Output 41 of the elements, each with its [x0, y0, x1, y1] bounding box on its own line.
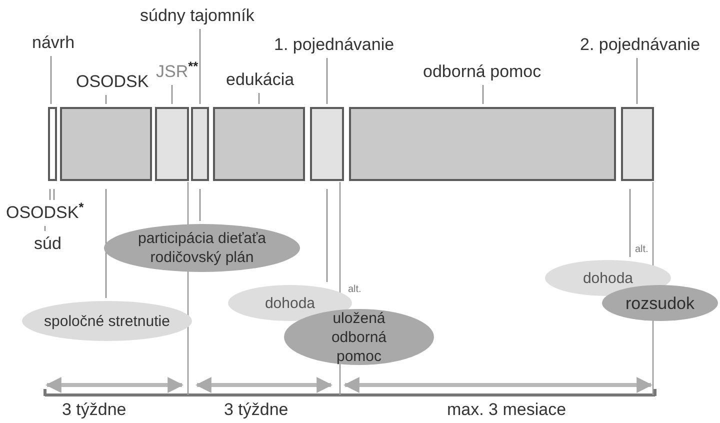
timeline-label: 2. pojednávanie — [580, 35, 700, 55]
timeline-label: OSODSK$^{*}$ — [6, 203, 84, 223]
timeline-segment — [621, 107, 654, 181]
timeline-label: návrh — [32, 33, 75, 53]
duration-label: max. 3 mesiace — [447, 400, 566, 420]
timeline-label: JSR$^{**}$ — [156, 62, 198, 82]
leader-line — [49, 188, 55, 201]
timeline-segment — [155, 107, 189, 181]
timeline-segment — [60, 107, 152, 181]
timeline-label: odborná pomoc — [423, 62, 542, 82]
outcome-ellipse: spoločné stretnutie — [22, 301, 192, 341]
timeline-segment — [349, 107, 616, 181]
timeline-label: edukácia — [226, 70, 294, 90]
leader-line — [171, 85, 173, 104]
leader-line — [636, 58, 638, 104]
leader-line — [326, 189, 328, 282]
timeline-segment — [213, 107, 305, 181]
timeline-segment — [48, 107, 57, 181]
duration-label: 3 týždne — [224, 400, 288, 420]
leader-line — [199, 29, 201, 104]
outcome-ellipse: uložená odborná pomoc — [284, 309, 434, 365]
leader-line — [105, 95, 107, 104]
timeline-segment — [191, 107, 209, 181]
alternative-note: alt. — [348, 284, 362, 295]
duration-label: 3 týždne — [62, 400, 126, 420]
timeline-label: 1. pojednávanie — [274, 35, 394, 55]
outcome-ellipse: participácia dieťaťa rodičovský plán — [104, 224, 300, 272]
timeline-segment — [310, 107, 344, 181]
outcome-ellipse: rozsudok — [602, 285, 718, 321]
timeline-label: súd — [34, 234, 62, 254]
leader-line — [105, 189, 107, 298]
leader-line — [629, 189, 631, 257]
alternative-note: alt. — [635, 244, 648, 255]
timeline-label: OSODSK — [76, 72, 149, 92]
leader-line — [326, 58, 328, 104]
leader-line — [258, 93, 260, 104]
leader-line — [50, 56, 52, 104]
leader-line — [482, 85, 484, 104]
leader-line — [199, 189, 201, 221]
leader-line — [44, 226, 46, 231]
timeline-label: súdny tajomník — [140, 6, 254, 26]
